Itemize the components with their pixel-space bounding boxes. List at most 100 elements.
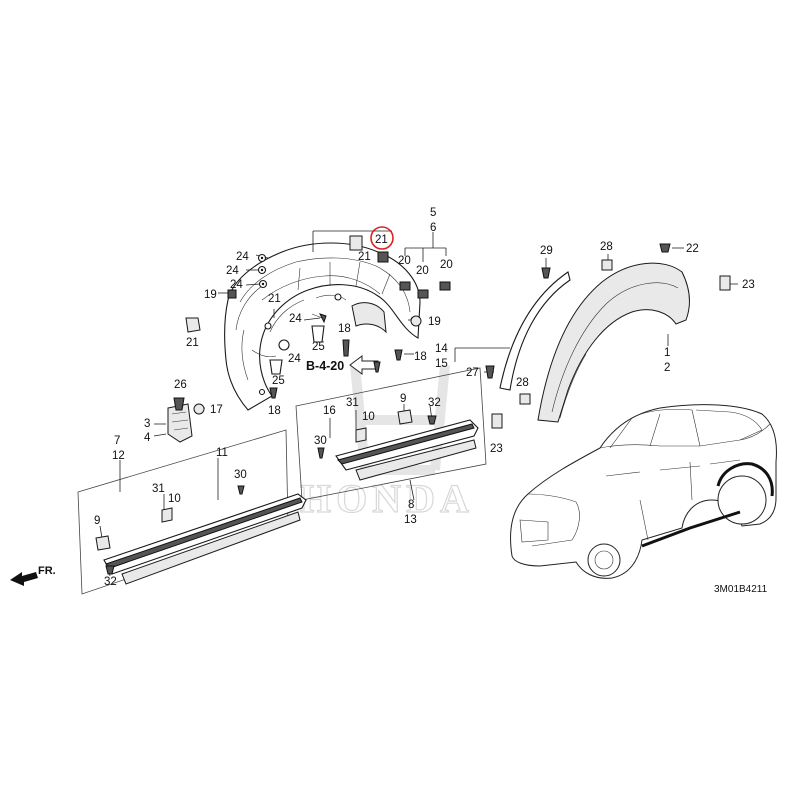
callout-32[interactable]: 32 (104, 576, 117, 588)
callout-1[interactable]: 1 (664, 347, 670, 359)
mudguard-bracket-part[interactable] (167, 403, 193, 443)
callout-31[interactable]: 31 (346, 397, 359, 409)
clip-21-right[interactable] (377, 251, 389, 263)
bolt-24-center[interactable] (311, 313, 327, 324)
callout-30[interactable]: 30 (314, 435, 327, 447)
clip-23-right[interactable] (719, 275, 731, 291)
clip-29[interactable] (541, 267, 551, 279)
wheel-arch-molding-outer-part[interactable] (537, 262, 690, 423)
callout-9[interactable]: 9 (400, 393, 406, 405)
callout-4[interactable]: 4 (144, 432, 151, 444)
callout-10[interactable]: 10 (168, 493, 181, 505)
highlighted-callout-21[interactable]: 21 (370, 226, 394, 250)
clip-30-right[interactable] (317, 447, 325, 459)
rear-door-garnish-part[interactable] (335, 419, 479, 481)
callout-23[interactable]: 23 (490, 443, 503, 455)
callout-20[interactable]: 20 (416, 265, 429, 277)
rear-garnish-leaders (329, 404, 433, 501)
clip-9-right[interactable] (397, 409, 413, 425)
clip-28-top[interactable] (601, 259, 613, 271)
screw-18-c[interactable] (269, 387, 278, 399)
screw-18-b[interactable] (394, 349, 403, 361)
svg-text:21: 21 (375, 234, 388, 246)
callout-27[interactable]: 27 (466, 367, 479, 379)
callout-29[interactable]: 29 (540, 245, 553, 257)
callout-24[interactable]: 24 (288, 353, 301, 365)
callout-13[interactable]: 13 (404, 514, 417, 526)
callout-22[interactable]: 22 (686, 243, 699, 255)
callout-7[interactable]: 7 (114, 435, 120, 447)
callout-19[interactable]: 19 (204, 289, 217, 301)
callout-10[interactable]: 10 (362, 411, 375, 423)
callout-18[interactable]: 18 (338, 323, 351, 335)
callout-11[interactable]: 11 (216, 447, 228, 459)
clip-21-top[interactable] (349, 235, 363, 251)
honda-logo-watermark (350, 364, 450, 475)
callout-15[interactable]: 15 (435, 358, 448, 370)
callout-24[interactable]: 24 (230, 279, 243, 291)
clip-9-left[interactable] (95, 535, 111, 551)
clip-32-right[interactable] (427, 415, 437, 425)
callout-6[interactable]: 6 (430, 222, 436, 234)
callout-32[interactable]: 32 (428, 397, 441, 409)
callout-5[interactable]: 5 (430, 207, 436, 219)
clip-24-mid[interactable] (257, 265, 267, 275)
callout-24[interactable]: 24 (289, 313, 302, 325)
callout-18[interactable]: 18 (268, 405, 281, 417)
clip-19-left[interactable] (227, 289, 237, 299)
clip-22[interactable] (659, 243, 671, 253)
honda-watermark: HONDA (300, 476, 474, 521)
wheel-arch-molding-inner-part[interactable] (499, 271, 571, 391)
clip-24-lower[interactable] (278, 339, 290, 351)
callout-9[interactable]: 9 (94, 515, 100, 527)
callout-24[interactable]: 24 (236, 251, 249, 263)
clip-25-a[interactable] (311, 325, 325, 343)
screw-18-a[interactable] (342, 339, 350, 357)
callout-19[interactable]: 19 (428, 316, 441, 328)
callout-8[interactable]: 8 (408, 499, 414, 511)
clip-20-b[interactable] (417, 289, 429, 299)
callout-25[interactable]: 25 (272, 375, 285, 387)
clip-17[interactable] (193, 403, 205, 415)
front-door-garnish-part[interactable] (103, 493, 307, 585)
callout-25[interactable]: 25 (312, 341, 325, 353)
inner-fender-leaders (196, 230, 447, 409)
callout-18[interactable]: 18 (414, 351, 427, 363)
clip-10-right[interactable] (355, 427, 367, 443)
callout-23[interactable]: 23 (742, 279, 755, 291)
reference-link[interactable]: B-4-20 (306, 359, 344, 373)
front-direction-arrow-icon (10, 572, 38, 586)
callout-2[interactable]: 2 (664, 362, 670, 374)
clip-23-low[interactable] (491, 413, 503, 429)
clip-21-left[interactable] (185, 317, 201, 333)
callout-28[interactable]: 28 (516, 377, 529, 389)
clip-30-left[interactable] (237, 485, 245, 495)
callout-3[interactable]: 3 (144, 418, 150, 430)
clip-19-right[interactable] (410, 315, 422, 327)
callout-24[interactable]: 24 (226, 265, 239, 277)
callout-21[interactable]: 21 (358, 251, 371, 263)
callout-30[interactable]: 30 (234, 469, 247, 481)
callout-14[interactable]: 14 (435, 343, 448, 355)
screw-small[interactable] (373, 361, 381, 373)
callout-20[interactable]: 20 (398, 255, 411, 267)
clip-28-low[interactable] (519, 393, 531, 405)
callout-31[interactable]: 31 (152, 483, 165, 495)
clip-24-low[interactable] (258, 279, 268, 289)
clip-20-a[interactable] (399, 281, 411, 291)
clip-26[interactable] (173, 397, 185, 411)
clip-32-left[interactable] (105, 565, 115, 575)
callout-16[interactable]: 16 (323, 405, 336, 417)
clip-24-top[interactable] (257, 253, 267, 263)
callout-12[interactable]: 12 (112, 450, 125, 462)
clip-20-c[interactable] (439, 281, 451, 291)
callout-21[interactable]: 21 (268, 293, 281, 305)
callout-28[interactable]: 28 (600, 241, 613, 253)
clip-10-left[interactable] (161, 507, 173, 523)
callout-17[interactable]: 17 (210, 404, 223, 416)
callout-26[interactable]: 26 (174, 379, 187, 391)
callout-21[interactable]: 21 (186, 337, 199, 349)
clip-25-b[interactable] (269, 359, 283, 375)
callout-20[interactable]: 20 (440, 259, 453, 271)
clip-27[interactable] (485, 365, 495, 379)
